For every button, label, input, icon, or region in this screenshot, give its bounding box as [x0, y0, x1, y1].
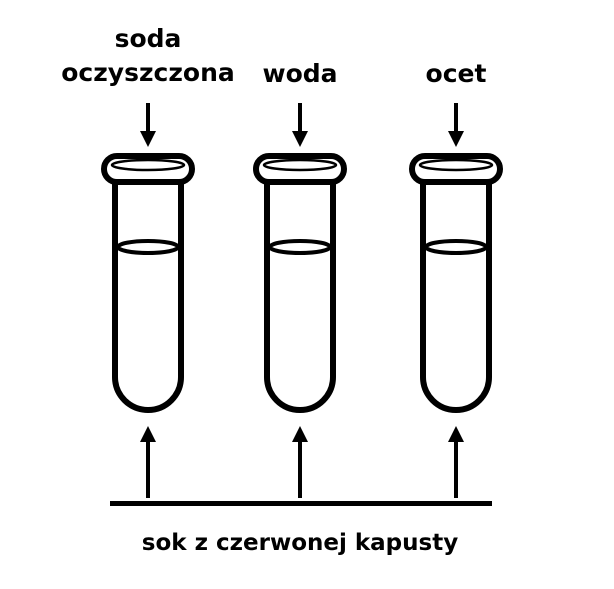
- test-tube-ocet: [406, 152, 506, 422]
- up-arrow-icon: [290, 426, 310, 498]
- liquid-level: [424, 239, 488, 255]
- tube-rim-inner: [110, 158, 186, 172]
- label-soda-oczyszczona: soda oczyszczona: [61, 22, 235, 90]
- label-soda-line2: oczyszczona: [61, 57, 235, 87]
- liquid-level: [268, 239, 332, 255]
- label-soda-line1: soda: [114, 24, 182, 53]
- tube-rim-inner: [262, 158, 338, 172]
- caption-sok-z-czerwonej-kapusty: sok z czerwonej kapusty: [141, 530, 459, 556]
- up-arrow-icon: [138, 426, 158, 498]
- up-arrow-icon: [446, 426, 466, 498]
- tube-body: [112, 176, 184, 413]
- tube-rim-inner: [418, 158, 494, 172]
- tube-body: [264, 176, 336, 413]
- test-tube-soda: [98, 152, 198, 422]
- label-woda: woda: [262, 59, 338, 88]
- down-arrow-icon: [290, 103, 310, 147]
- down-arrow-icon: [446, 103, 466, 147]
- tube-body: [420, 176, 492, 413]
- base-line: [110, 501, 492, 506]
- down-arrow-icon: [138, 103, 158, 147]
- label-ocet: ocet: [425, 59, 487, 88]
- liquid-level: [116, 239, 180, 255]
- test-tube-woda: [250, 152, 350, 422]
